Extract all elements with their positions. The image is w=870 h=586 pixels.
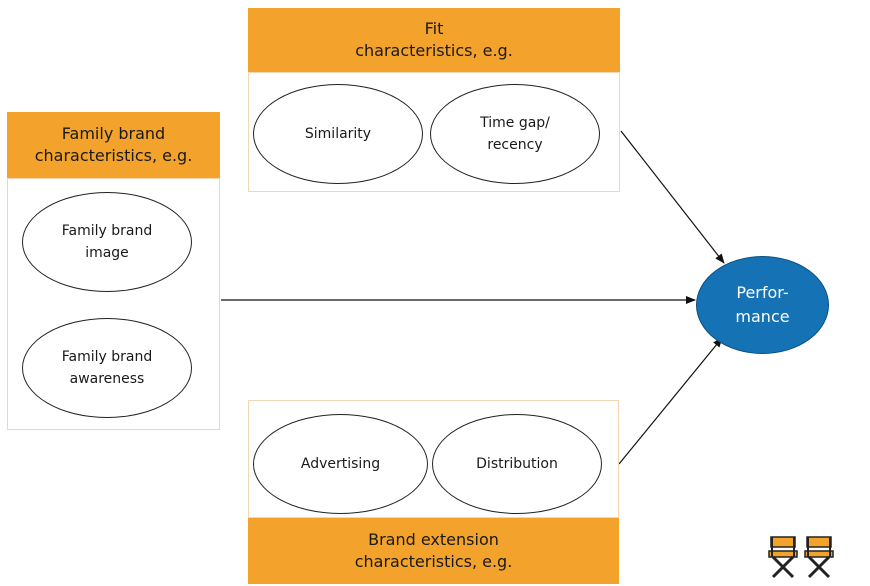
director-chair-icon xyxy=(804,536,834,579)
family-brand-image-node: Family brand image xyxy=(22,192,192,292)
similarity-label: Similarity xyxy=(304,126,372,142)
fit-header: Fit characteristics, e.g. xyxy=(248,8,620,72)
distribution-label: Distribution xyxy=(476,456,558,472)
performance-label-line1: Perfor- xyxy=(736,283,789,302)
family-brand-awareness-line2: awareness xyxy=(69,371,145,387)
family-brand-image-line2: image xyxy=(85,245,129,261)
time-gap-label-line2: recency xyxy=(487,137,543,153)
family-brand-awareness-line1: Family brand xyxy=(61,349,153,365)
family-brand-header: Family brand characteristics, e.g. xyxy=(7,112,220,178)
family-brand-image-line1: Family brand xyxy=(61,223,153,239)
time-gap-node: Time gap/ recency xyxy=(430,84,600,184)
brand-extension-header-line2: characteristics, e.g. xyxy=(354,552,513,571)
family-brand-header-line1: Family brand xyxy=(61,124,166,143)
advertising-node: Advertising xyxy=(253,414,428,514)
director-chairs xyxy=(768,536,834,579)
director-chair-icon xyxy=(768,536,798,579)
brand-extension-header-line1: Brand extension xyxy=(368,530,499,549)
fit-header-line2: characteristics, e.g. xyxy=(355,41,513,60)
performance-label-line2: mance xyxy=(735,307,790,326)
brand-extension-header: Brand extension characteristics, e.g. xyxy=(248,518,619,584)
performance-node: Perfor- mance xyxy=(696,256,829,354)
arrow-extension-to-performance xyxy=(618,337,723,465)
similarity-node: Similarity xyxy=(253,84,423,184)
time-gap-label-line1: Time gap/ xyxy=(480,115,550,131)
arrow-fit-to-performance xyxy=(620,130,725,264)
fit-header-line1: Fit xyxy=(424,19,444,38)
distribution-node: Distribution xyxy=(432,414,602,514)
advertising-label: Advertising xyxy=(300,456,381,472)
family-brand-awareness-node: Family brand awareness xyxy=(22,318,192,418)
family-brand-header-line2: characteristics, e.g. xyxy=(34,146,193,165)
